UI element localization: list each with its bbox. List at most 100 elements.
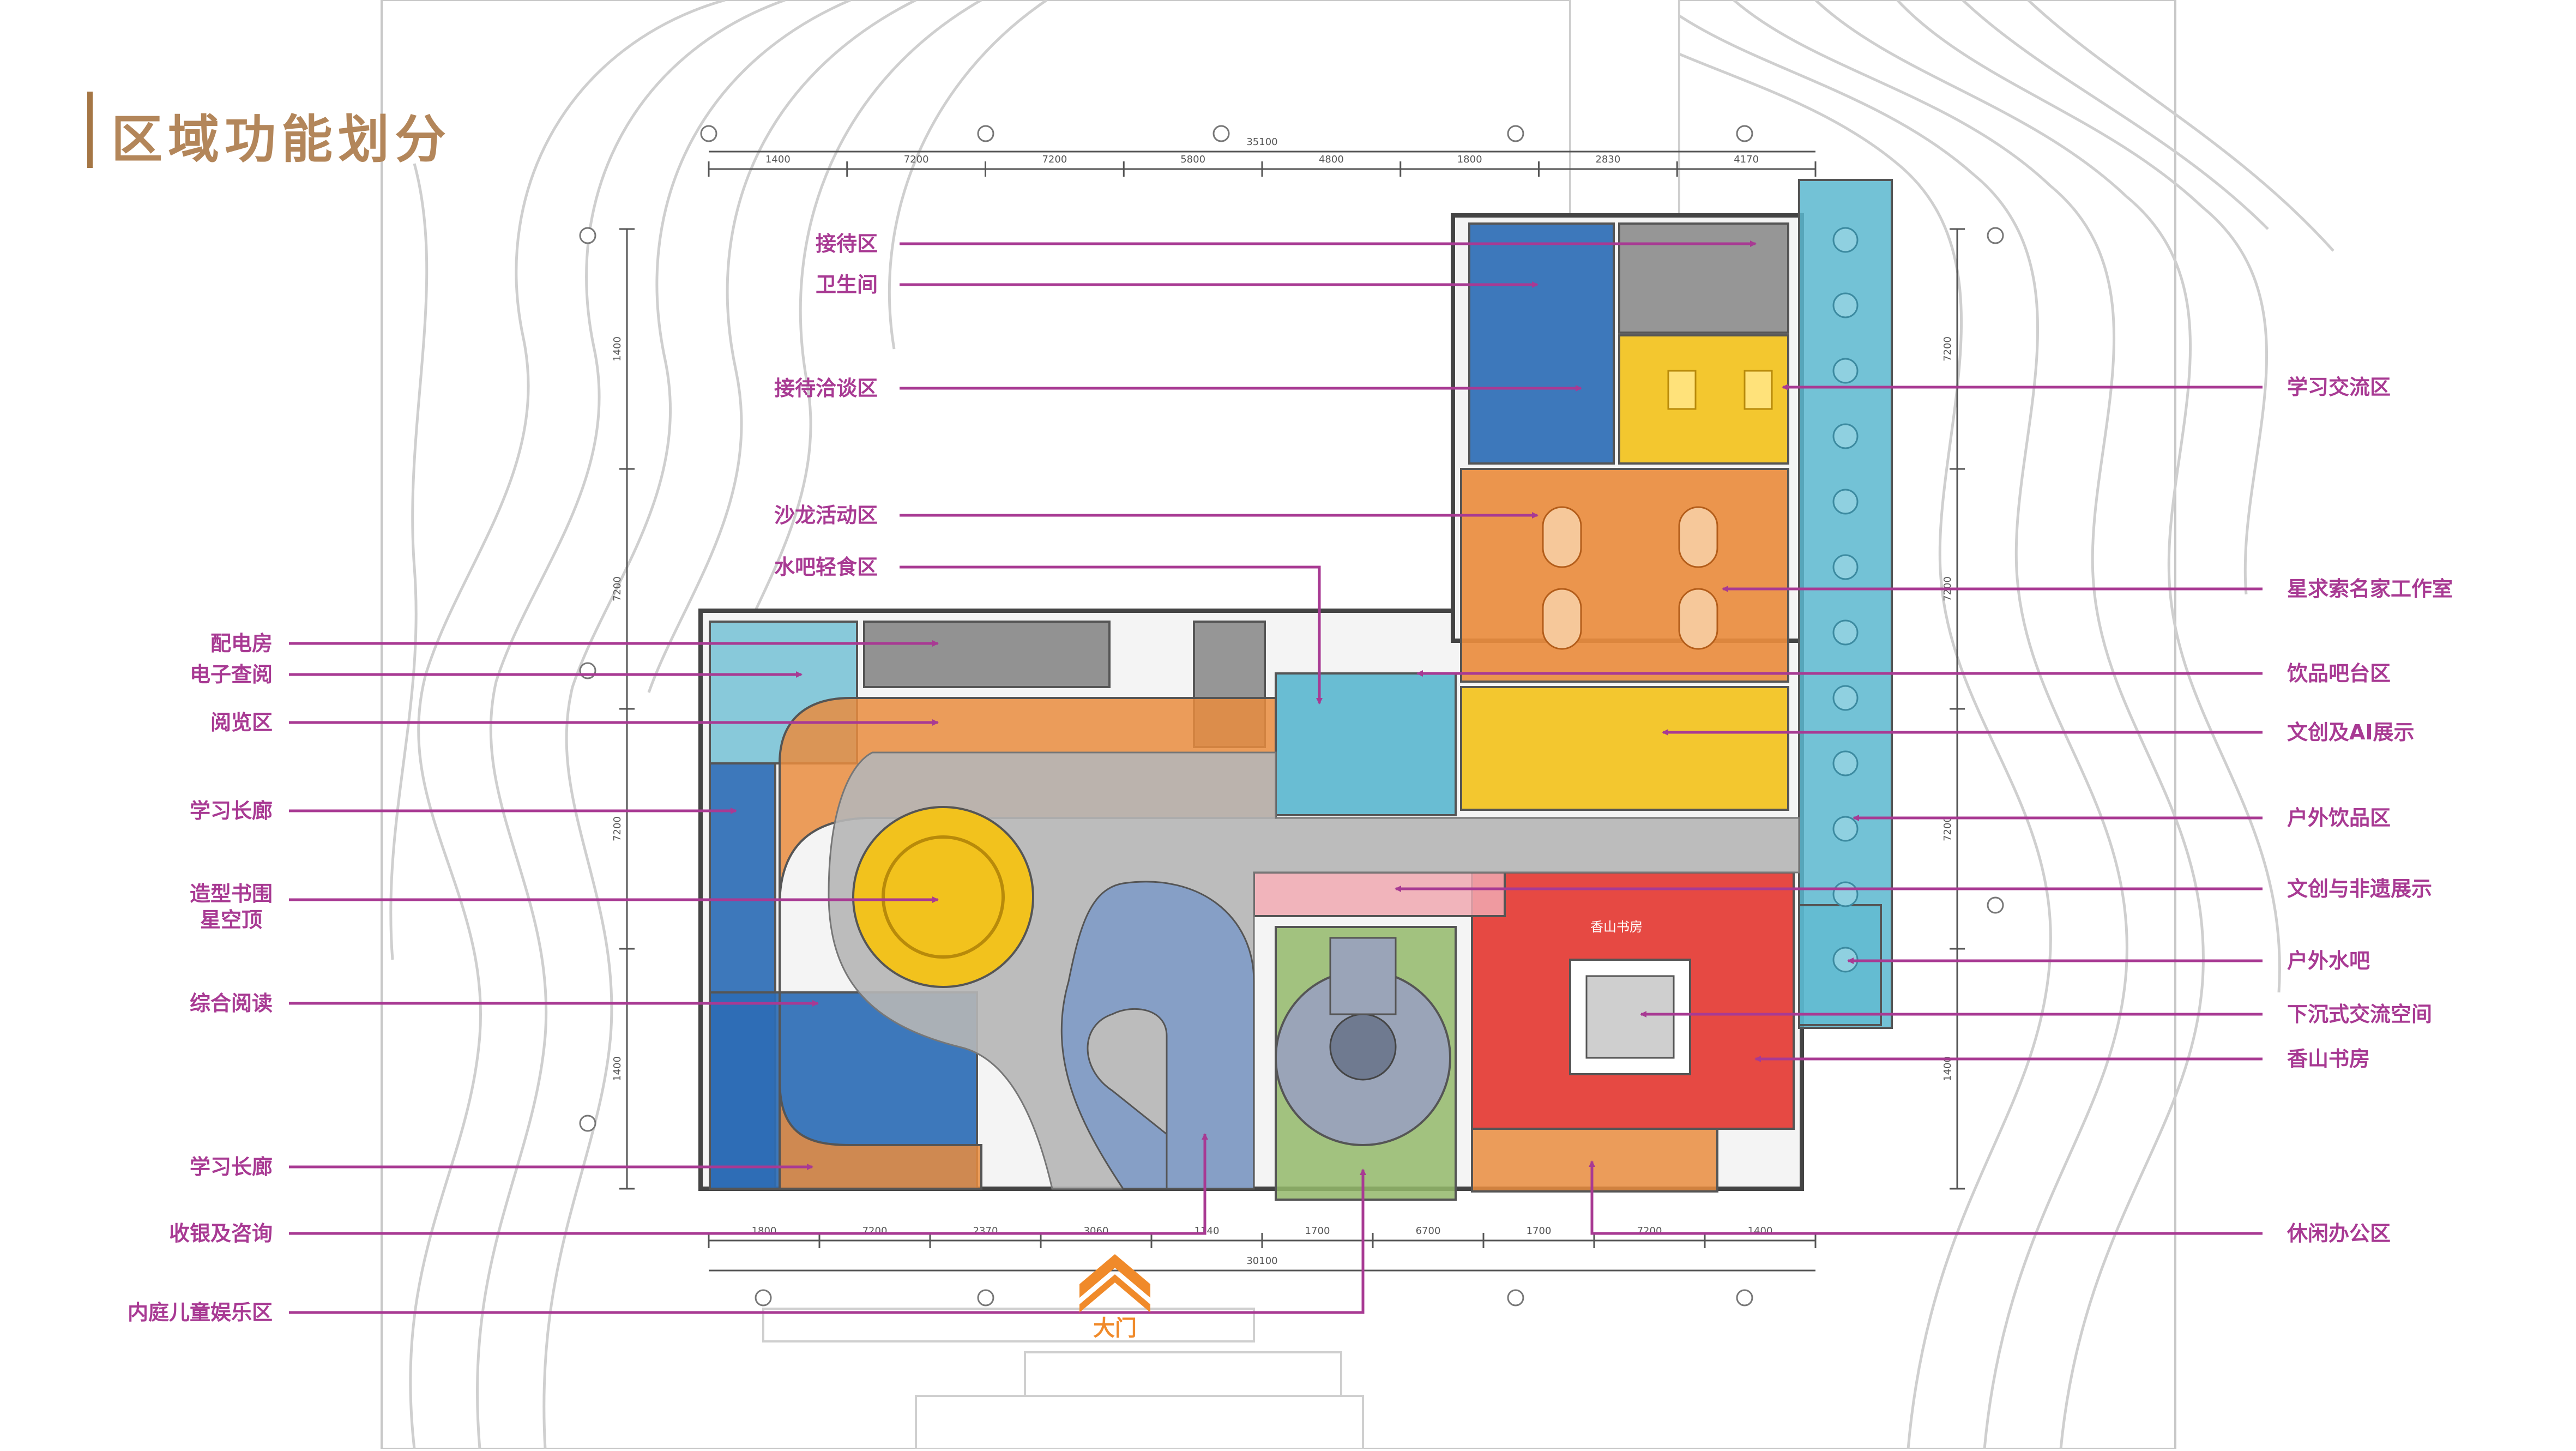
contour-line-right <box>1896 0 2269 595</box>
label-right-6: 文创与非遗展示 <box>2287 877 2432 901</box>
label-center-1: 接待区 <box>816 232 878 256</box>
building-zones: 香山书房 <box>698 179 1893 1201</box>
label-center-3: 接待洽谈区 <box>774 376 878 400</box>
top-dimension-value: 7200 <box>1042 154 1067 165</box>
label-center-2: 卫生间 <box>816 273 878 297</box>
outdoor-seat <box>1832 423 1859 449</box>
label-left-6: 综合阅读 <box>190 991 273 1015</box>
zone-cashier-consultation <box>1060 881 1255 1190</box>
bottom-dimension-total: 30100 <box>1246 1255 1277 1267</box>
table-with-chairs <box>1678 588 1718 650</box>
courtyard-center <box>1329 1013 1397 1081</box>
label-left-3: 阅览区 <box>210 711 273 734</box>
top-dimension-value: 2830 <box>1595 154 1620 165</box>
left-dimension-value: 1400 <box>612 336 623 362</box>
annotations: 配电房电子查阅阅览区学习长廊造型书围星空顶综合阅读学习长廊收银及咨询内庭儿童娱乐… <box>128 232 2453 1324</box>
study-table <box>1744 370 1773 410</box>
label-left-8: 收银及咨询 <box>169 1221 273 1245</box>
label-right-7: 户外水吧 <box>2287 949 2370 973</box>
contour-line-left <box>718 0 982 693</box>
grid-axis-bubble <box>977 1289 994 1306</box>
bottom-dimension-value: 6700 <box>1416 1225 1441 1237</box>
outdoor-seat <box>1832 489 1859 515</box>
grid-axis-bubble <box>700 125 717 142</box>
zone-creative-ai <box>1460 686 1789 811</box>
label-left-2: 电子查阅 <box>190 663 273 687</box>
zone-restroom <box>1468 222 1615 465</box>
leader-right-10 <box>1589 1160 2263 1235</box>
outdoor-seat <box>1832 358 1859 384</box>
right-dimension-value: 7200 <box>1942 816 1953 841</box>
contour-line-left <box>409 0 726 1449</box>
grid-axis-bubble <box>579 662 596 679</box>
outdoor-seat <box>1832 292 1859 318</box>
step-outline <box>915 1395 1364 1450</box>
label-right-5: 户外饮品区 <box>2287 806 2391 830</box>
zone-water-bar <box>1275 672 1457 816</box>
table-with-chairs <box>1678 506 1718 568</box>
contour-line-right <box>1962 0 2269 230</box>
grid-axis-bubble <box>1987 896 2004 914</box>
label-center-5: 水吧轻食区 <box>774 555 878 579</box>
contour-line-right <box>1656 0 2128 1449</box>
zone-power-room <box>863 621 1111 688</box>
table-with-chairs <box>1542 506 1582 568</box>
site-contours <box>381 0 2334 1450</box>
grid-axis-bubble <box>977 125 994 142</box>
sunken-exchange-inner <box>1585 975 1675 1059</box>
label-left-1: 配电房 <box>210 631 273 655</box>
bottom-dimension-value: 3060 <box>1084 1225 1109 1237</box>
signage-text: 香山书房 <box>1590 919 1643 935</box>
contour-line-left <box>647 0 917 693</box>
grid-axis-bubble <box>579 227 596 244</box>
furniture <box>1542 227 1859 973</box>
top-dimension-value: 1800 <box>1457 154 1482 165</box>
label-center-4: 沙龙活动区 <box>774 503 878 527</box>
page-title: 区域功能划分 <box>111 110 452 170</box>
outdoor-seat <box>1832 619 1859 646</box>
label-left-5: 造型书围 <box>190 882 273 906</box>
bottom-dimension-value: 7200 <box>862 1225 888 1237</box>
leader-left-9 <box>289 1169 1366 1314</box>
table-with-chairs <box>1542 588 1582 650</box>
courtyard-walkway <box>1329 937 1397 1015</box>
contour-line-right <box>1814 0 2281 993</box>
step-outline <box>762 1308 1255 1342</box>
grid-axis-bubble <box>755 1289 772 1306</box>
entrance-chevron-icon <box>1079 1254 1150 1298</box>
outdoor-seat <box>1832 554 1859 580</box>
label-right-2: 星求索名家工作室 <box>2287 577 2453 601</box>
zone-master-studio <box>1460 468 1789 683</box>
leader-left-8 <box>289 1133 1208 1235</box>
contour-line-left <box>888 0 1048 350</box>
study-table <box>1667 370 1697 410</box>
bottom-dimension-value: 1800 <box>752 1225 777 1237</box>
left-dimension-value: 7200 <box>612 816 623 841</box>
contour-line-right <box>1733 0 2205 1449</box>
leader-center-5 <box>900 565 1323 705</box>
bottom-dimension-value: 1400 <box>1748 1225 1773 1237</box>
outdoor-seat <box>1832 750 1859 776</box>
grid-axis-bubble <box>1507 125 1524 142</box>
outdoor-seat <box>1832 227 1859 253</box>
label-right-1: 学习交流区 <box>2287 375 2391 399</box>
bottom-dimension-value: 1700 <box>1527 1225 1552 1237</box>
bottom-dimension-value: 2370 <box>973 1225 998 1237</box>
contour-line-right <box>2027 0 2334 252</box>
contour-line-right <box>1580 0 2052 1449</box>
grid-axis-bubble <box>579 1115 596 1132</box>
zone-reception <box>1618 222 1789 334</box>
grid-axis-bubble <box>1736 125 1753 142</box>
bottom-dimension-value: 1140 <box>1195 1225 1220 1237</box>
outdoor-seat <box>1832 685 1859 711</box>
contour-line-left <box>542 0 851 1449</box>
left-dimension-value: 1400 <box>612 1056 623 1081</box>
entrance-steps <box>762 1308 1364 1450</box>
road-gap <box>1570 0 1679 218</box>
bottom-dimension-value: 1700 <box>1305 1225 1330 1237</box>
label-right-4: 文创及AI展示 <box>2287 720 2415 744</box>
grid-axis-bubble <box>1736 1289 1753 1306</box>
